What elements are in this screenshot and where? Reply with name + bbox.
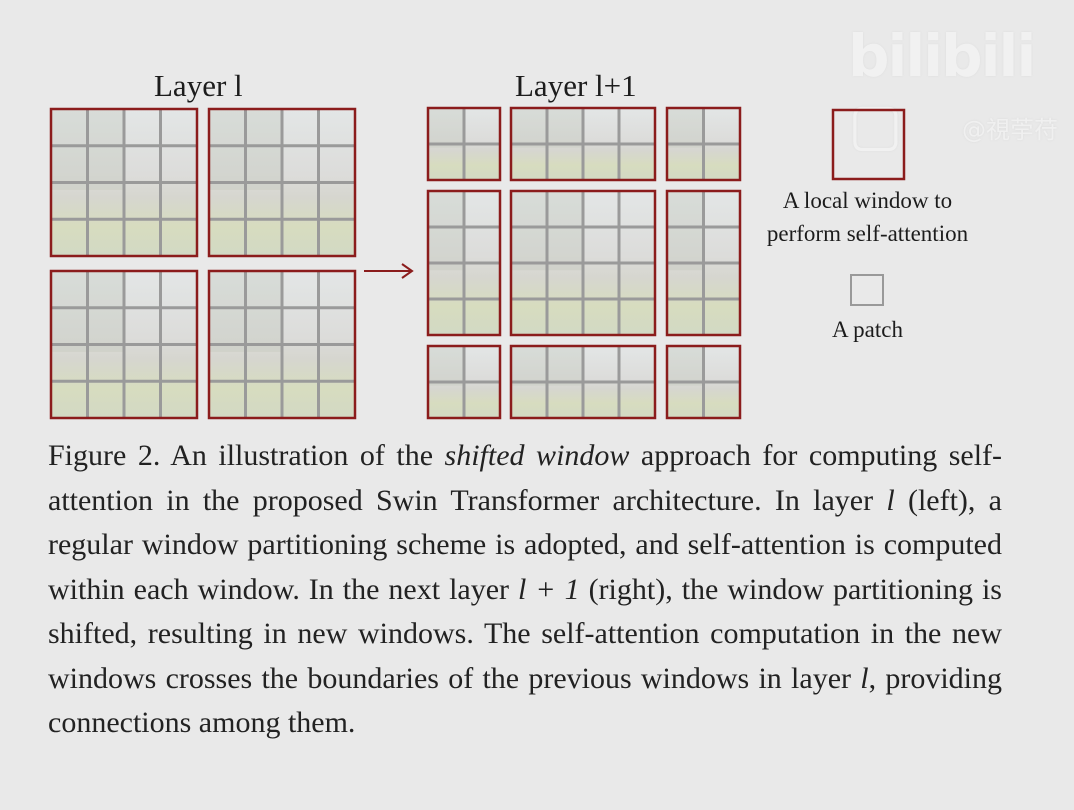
local-window bbox=[49, 107, 199, 258]
tree-region bbox=[428, 191, 464, 271]
caption-body-3: (right), the window partitioning is shif… bbox=[48, 572, 1002, 695]
local-window bbox=[665, 106, 742, 182]
legend-window-label-line2: perform self-attention bbox=[766, 221, 969, 246]
local-window bbox=[509, 106, 657, 182]
legend-patch-label: A patch bbox=[832, 317, 903, 342]
caption-body-4: , providing connections among them. bbox=[48, 661, 1002, 740]
window-border bbox=[665, 189, 742, 337]
arrow-icon bbox=[364, 263, 414, 279]
tree-region bbox=[667, 346, 704, 386]
local-window bbox=[207, 107, 357, 258]
shifted-window-figure bbox=[49, 106, 906, 420]
local-window bbox=[665, 344, 742, 420]
local-window bbox=[665, 189, 742, 337]
caption-body-2: (left), a regular window partitioning sc… bbox=[48, 483, 1002, 606]
caption-var-l1: l + 1 bbox=[518, 572, 580, 606]
legend-window-label-line1: A local window to bbox=[782, 188, 953, 213]
window-border bbox=[509, 344, 657, 420]
tree-region bbox=[428, 108, 464, 148]
local-window bbox=[426, 344, 502, 420]
right-layer-title: Layer l+1 bbox=[515, 68, 637, 103]
caption-italic: shifted window bbox=[444, 439, 630, 472]
local-window bbox=[509, 344, 657, 420]
window-border bbox=[207, 269, 357, 420]
window-border bbox=[49, 107, 199, 258]
window-border bbox=[426, 189, 502, 337]
caption-prefix: Figure 2. An illustration of the bbox=[48, 439, 445, 472]
legend-window-swatch bbox=[831, 108, 906, 181]
window-border bbox=[665, 106, 742, 182]
local-window bbox=[49, 269, 199, 420]
caption-var-l: l bbox=[886, 483, 895, 517]
local-window bbox=[426, 189, 502, 337]
local-window bbox=[426, 106, 502, 182]
window-border bbox=[207, 107, 357, 258]
bilibili-watermark-logo: bilibili ▢ bbox=[848, 22, 1036, 158]
layer-l1-grid bbox=[426, 106, 742, 420]
legend-patch-swatch bbox=[850, 274, 884, 306]
caption-body-1: approach for computing self-attention in… bbox=[48, 439, 1003, 517]
tree-region bbox=[667, 108, 704, 148]
tree-region bbox=[428, 346, 464, 386]
window-border bbox=[665, 344, 742, 420]
local-window bbox=[509, 189, 657, 337]
tree-region bbox=[667, 191, 704, 271]
window-border bbox=[509, 189, 657, 337]
layer-l-grid bbox=[49, 107, 357, 420]
caption-var-l-2: l bbox=[860, 661, 869, 695]
legend-window-label: A local window to perform self-attention bbox=[755, 184, 980, 250]
window-border bbox=[426, 106, 502, 182]
watermark-handle: @視荢苻 bbox=[962, 116, 1058, 144]
local-window bbox=[207, 269, 357, 420]
figure-caption: Figure 2. An illustration of the shifted… bbox=[48, 434, 1002, 746]
window-border bbox=[509, 106, 657, 182]
window-border bbox=[49, 269, 199, 420]
window-border bbox=[426, 344, 502, 420]
left-layer-title: Layer l bbox=[154, 68, 243, 103]
